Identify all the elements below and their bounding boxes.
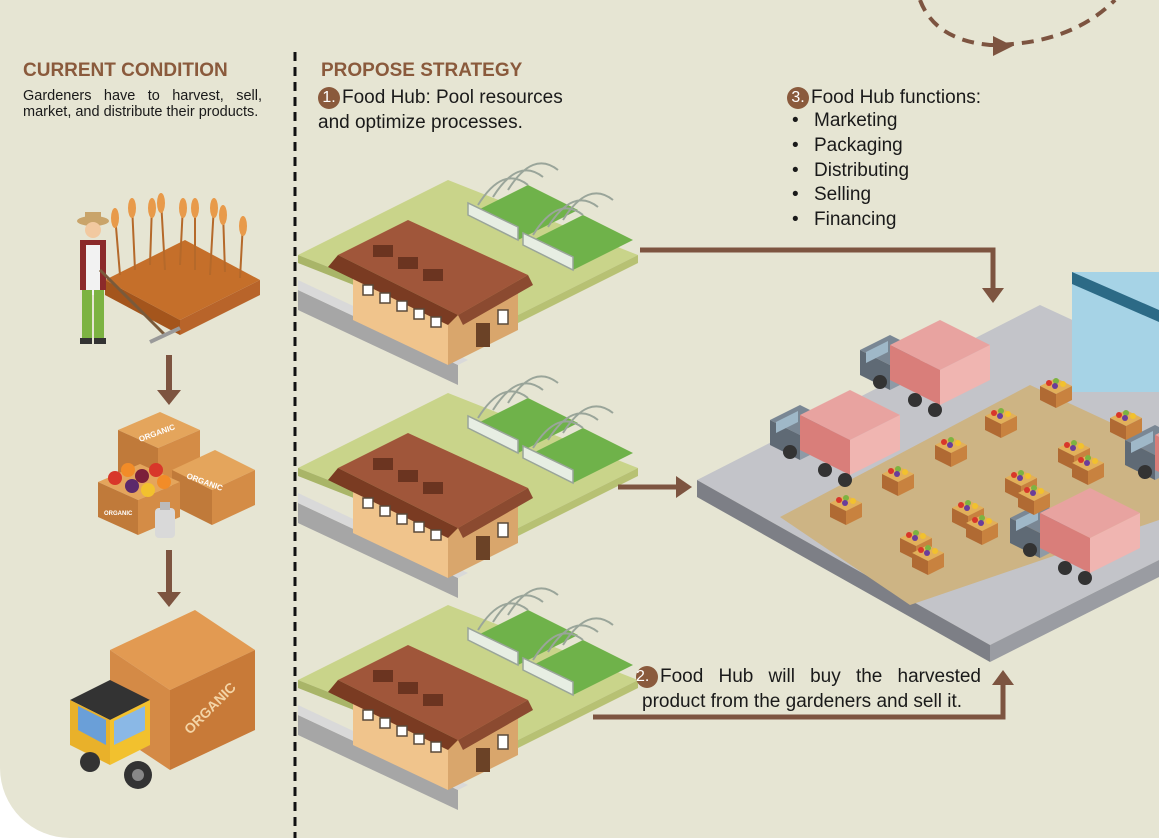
function-item: Packaging xyxy=(792,134,909,159)
step-1-line1: Food Hub: Pool resources xyxy=(342,87,563,108)
function-item: Selling xyxy=(792,183,909,208)
function-item: Distributing xyxy=(792,159,909,184)
step-2-number: 2. xyxy=(636,666,658,688)
step-1-number: 1. xyxy=(318,87,340,109)
arrow-farm1-to-hub xyxy=(640,247,996,292)
step-2-line2: product from the gardeners and sell it. xyxy=(642,691,963,712)
step-3-number: 3. xyxy=(787,87,809,109)
step-1-line2: and optimize processes. xyxy=(318,112,523,133)
function-item: Marketing xyxy=(792,109,909,134)
food-hub-functions-list: Marketing Packaging Distributing Selling… xyxy=(792,109,909,233)
cycle-arrow-dashed xyxy=(918,0,1117,48)
delivery-truck-illustration xyxy=(70,610,255,789)
propose-strategy-heading: PROPOSE STRATEGY xyxy=(321,60,523,81)
organic-crates-illustration xyxy=(98,412,255,538)
farm-3 xyxy=(297,587,639,811)
step-2-text: 2.Food Hub will buy the harvested produc… xyxy=(636,664,981,714)
farm-1 xyxy=(297,162,639,386)
step-2-line1: Food Hub will buy the harvested xyxy=(660,666,981,687)
step-3-title-text: Food Hub functions: xyxy=(811,87,982,108)
current-condition-heading: CURRENT CONDITION xyxy=(23,60,228,81)
function-item: Financing xyxy=(792,208,909,233)
step-3-title: 3.Food Hub functions: xyxy=(787,85,1047,110)
farm-2 xyxy=(297,375,639,599)
current-condition-text: Gardeners have to harvest, sell, market,… xyxy=(23,88,262,120)
farmer-field-illustration xyxy=(77,193,260,344)
step-1-text: 1.Food Hub: Pool resources and optimize … xyxy=(318,85,618,135)
crate-label-3: ORGANIC xyxy=(104,511,133,517)
arrow-farm3-to-hub xyxy=(593,682,1006,720)
